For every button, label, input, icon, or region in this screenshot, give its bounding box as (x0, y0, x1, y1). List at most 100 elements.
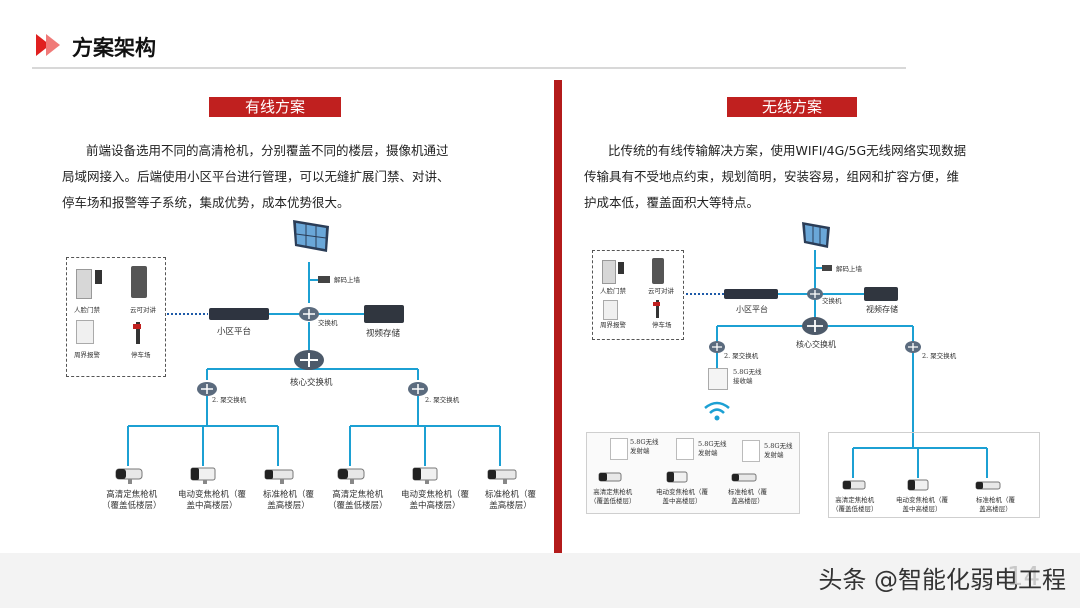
storage-icon (364, 305, 404, 323)
subsystem-label: 云可对讲 (648, 287, 674, 295)
camera-label-line: 盖中高楼层） (186, 501, 238, 511)
camera-label-line: 标准枪机（覆 (263, 490, 315, 500)
camera-label-line: （覆盖低楼层） (590, 497, 636, 505)
platform-label: 小区平台 (736, 305, 768, 314)
wired-desc-line: 停车场和报警等子系统，集成优势，成本优势很大。 (62, 195, 350, 210)
wireless-description: 比传统的有线传输解决方案，使用WIFI/4G/5G无线网络实现数据 传输具有不受… (584, 138, 1004, 216)
transmitter-label: 5.8G无线 发射端 (764, 442, 793, 460)
camera-label: 电动变焦枪机（覆 盖中高楼层） (178, 490, 246, 512)
decoder-label: 解码上墙 (334, 276, 360, 284)
camera-label-line: 高清定焦枪机 (106, 490, 158, 500)
subsystem-label: 停车场 (652, 321, 672, 329)
decoder-label: 解码上墙 (836, 265, 862, 273)
bullet-camera-icon (907, 479, 929, 491)
page-number: 14 (1006, 562, 1040, 592)
transmitter-label: 5.8G无线 发射端 (630, 438, 659, 456)
transmitter-label-line: 发射端 (698, 449, 718, 457)
camera-label-line: （覆盖低楼层） (102, 501, 162, 511)
camera-label-line: 电动变焦枪机（覆 (896, 496, 948, 504)
access-switch-label: 2. 聚交换机 (922, 352, 957, 360)
face-access-icon (76, 269, 92, 299)
storage-icon (864, 287, 898, 301)
decoder-icon (822, 265, 832, 271)
title-underline (32, 67, 906, 69)
page-title: 方案架构 (72, 36, 156, 60)
camera-label-line: 盖中高楼层） (902, 505, 942, 513)
parking-light-icon (653, 302, 660, 306)
wireless-desc-line: 护成本低，覆盖面积大等特点。 (584, 195, 760, 210)
wired-camera-group (828, 432, 1040, 518)
bullet-camera-icon (337, 468, 365, 484)
camera-label: 标准枪机（覆 盖高楼层） (485, 490, 536, 512)
bullet-camera-icon (598, 472, 622, 482)
card-reader-icon (95, 270, 102, 284)
face-access-icon (602, 260, 616, 284)
access-switch-label: 2. 聚交换机 (425, 396, 460, 404)
core-switch-label: 核心交换机 (796, 340, 836, 349)
bullet-camera-icon (264, 469, 294, 484)
wireless-transmitter-icon (676, 438, 694, 460)
camera-label: 高清定焦枪机 （覆盖低楼层） (590, 488, 636, 506)
wireless-receiver-icon (708, 368, 728, 390)
camera-label-line: （覆盖低楼层） (328, 501, 388, 511)
server-icon (209, 308, 269, 320)
camera-label-line: 电动变焦枪机（覆 (656, 488, 708, 496)
subsystem-group (592, 250, 684, 340)
switch-icon (299, 307, 319, 321)
wireless-transmitter-icon (610, 438, 628, 460)
camera-label: 标准枪机（覆 盖高楼层） (728, 488, 767, 506)
intercom-icon (652, 258, 664, 284)
camera-label-line: 高清定焦枪机 (332, 490, 384, 500)
card-reader-icon (618, 262, 624, 274)
wired-desc-line: 局域网接入。后端使用小区平台进行管理，可以无缝扩展门禁、对讲、 (62, 169, 450, 184)
bullet-camera-icon (115, 468, 143, 484)
camera-label-line: 盖中高楼层） (662, 497, 702, 505)
access-switch-icon (709, 341, 725, 353)
camera-label-line: 电动变焦枪机（覆 (401, 490, 470, 500)
footer-band (0, 553, 1080, 608)
bullet-camera-icon (842, 480, 866, 490)
bullet-camera-icon (666, 471, 688, 483)
receiver-label-line: 接收端 (733, 377, 753, 385)
access-switch-icon (905, 341, 921, 353)
camera-label-line: 电动变焦枪机（覆 (178, 490, 247, 500)
parking-light-icon (133, 324, 141, 329)
bullet-camera-icon (975, 481, 1001, 490)
watermark: 头条 @智能化弱电工程 (818, 566, 1066, 594)
transmitter-label-line: 5.8G无线 (630, 438, 659, 446)
storage-label: 视频存储 (866, 305, 898, 314)
receiver-label-line: 5.8G无线 (733, 368, 762, 376)
wireless-desc-line: 传输具有不受地点约束，规划简明，安装容易，组网和扩容方便，维 (584, 169, 960, 184)
camera-label: 电动变焦枪机（覆 盖中高楼层） (656, 488, 708, 506)
camera-label: 高清定焦枪机 （覆盖低楼层） (102, 490, 162, 512)
wired-desc-line: 前端设备选用不同的高清枪机，分别覆盖不同的楼层，摄像机通过 (86, 143, 449, 158)
camera-label-line: 高清定焦枪机 (593, 488, 633, 496)
camera-label: 电动变焦枪机（覆 盖中高楼层） (896, 496, 948, 514)
camera-label-line: 盖高楼层） (489, 501, 532, 511)
switch-label: 交换机 (822, 297, 842, 305)
parking-barrier-icon (136, 322, 140, 344)
wireless-desc-line: 比传统的有线传输解决方案，使用WIFI/4G/5G无线网络实现数据 (608, 143, 967, 158)
storage-label: 视频存储 (366, 329, 401, 339)
transmitter-label-line: 发射端 (764, 451, 784, 459)
camera-label: 高清定焦枪机 （覆盖低楼层） (328, 490, 388, 512)
platform-label: 小区平台 (217, 327, 252, 337)
transmitter-label-line: 发射端 (630, 447, 650, 455)
subsystem-label: 云可对讲 (130, 306, 156, 314)
subsystem-label: 周界报警 (600, 321, 626, 329)
camera-label: 电动变焦枪机（覆 盖中高楼层） (401, 490, 469, 512)
section-divider (554, 80, 562, 556)
camera-label: 高清定焦枪机 （覆盖低楼层） (832, 496, 878, 514)
wireless-transmitter-icon (742, 440, 760, 462)
alarm-icon (603, 300, 618, 320)
camera-label-line: 高清定焦枪机 (835, 496, 875, 504)
switch-icon (807, 288, 823, 300)
camera-label-line: 标准枪机（覆 (976, 496, 1015, 504)
access-switch-icon (197, 382, 217, 396)
decoder-icon (318, 276, 330, 283)
server-icon (724, 289, 778, 299)
subsystem-group (66, 257, 166, 377)
core-switch-icon (802, 317, 828, 335)
camera-label-line: 盖高楼层） (979, 505, 1012, 513)
